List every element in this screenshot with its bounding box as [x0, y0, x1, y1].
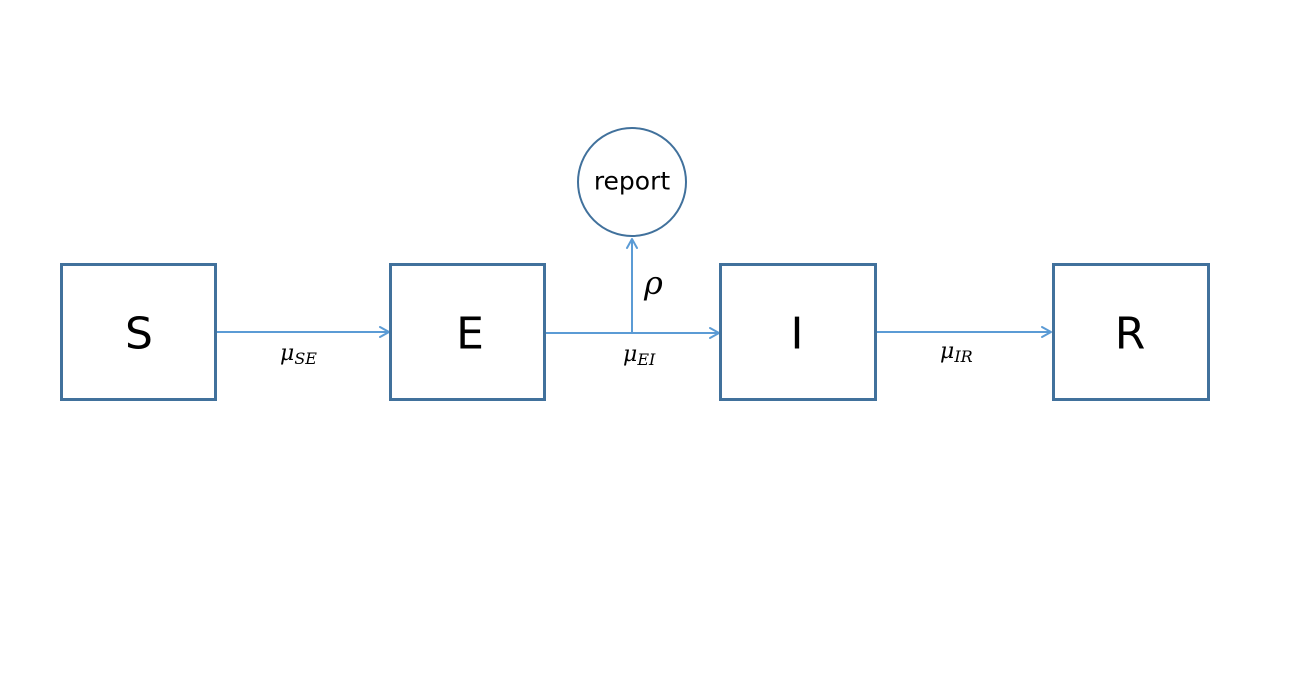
rate-label-ir-symbol: μ [940, 339, 954, 364]
node-r: R [1052, 263, 1210, 401]
node-report-circle [577, 127, 687, 237]
rate-label-ei: μEI [623, 342, 656, 369]
rate-label-se: μSE [280, 341, 317, 368]
node-r-label: R [1115, 309, 1146, 360]
rate-label-se-subscript: SE [294, 349, 317, 368]
node-report: report [577, 127, 687, 237]
node-e: E [389, 263, 546, 401]
edge-to-report-arrowhead [626, 238, 638, 249]
edge-to-report [626, 238, 638, 333]
node-s-label: S [125, 309, 153, 360]
edge-s-to-e [216, 326, 390, 338]
rate-label-ir-subscript: IR [953, 347, 972, 366]
node-s: S [60, 263, 217, 401]
rate-label-ei-symbol: μ [623, 342, 637, 367]
node-report-label: report [594, 167, 671, 196]
node-i-box [719, 263, 877, 401]
node-i-label: I [791, 309, 804, 360]
node-e-label: E [456, 309, 484, 360]
node-e-box [389, 263, 546, 401]
node-r-box [1052, 263, 1210, 401]
rate-label-se-symbol: μ [280, 341, 294, 366]
rate-label-ir: μIR [940, 339, 973, 366]
node-i: I [719, 263, 877, 401]
edge-i-to-r-arrowhead [1041, 326, 1052, 338]
edge-i-to-r [876, 326, 1052, 338]
rate-label-report: ρ [643, 264, 663, 302]
rate-label-ei-subscript: EI [636, 350, 656, 369]
node-s-box [60, 263, 217, 401]
